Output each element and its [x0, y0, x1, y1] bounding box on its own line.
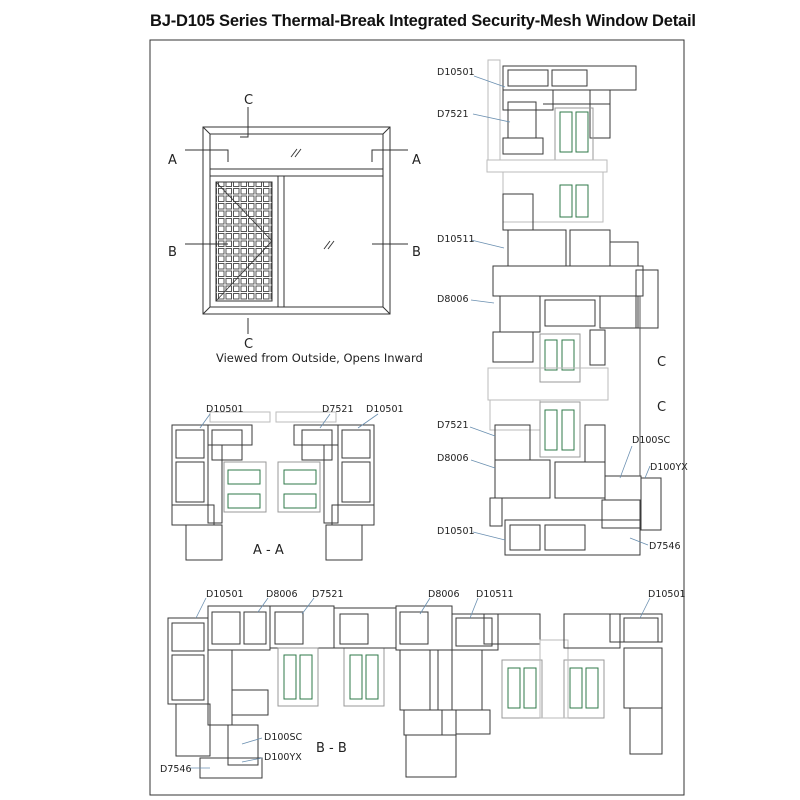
glass-mark-icon	[290, 148, 335, 250]
elevation-view	[185, 107, 408, 334]
section-a-a	[171, 411, 375, 561]
label-d7546-cc: D7546	[649, 541, 681, 552]
label-d100sc-cc: D100SC	[632, 435, 670, 446]
label-d100yx-bb: D100YX	[264, 752, 302, 763]
section-c-c	[486, 59, 662, 556]
label-d10501-aa-right: D10501	[366, 404, 404, 415]
label-d10511-cc: D10511	[437, 234, 475, 245]
section-mark-c-bottom: C	[244, 337, 253, 352]
section-mark-a-right: A	[412, 153, 421, 168]
section-b-caption: B - B	[316, 741, 347, 756]
section-b-b	[167, 605, 663, 779]
drawing-border	[149, 39, 685, 796]
label-d7546-bb: D7546	[160, 764, 192, 775]
section-a-caption: A - A	[253, 543, 284, 558]
label-d7521-cc-bottom: D7521	[437, 420, 469, 431]
section-mark-b-right: B	[412, 245, 421, 260]
label-d100yx-cc: D100YX	[650, 462, 688, 473]
label-d8006-cc-top: D8006	[437, 294, 469, 305]
elevation-caption: Viewed from Outside, Opens Inward	[216, 351, 423, 365]
section-mark-a-left: A	[168, 153, 177, 168]
label-d8006-cc-bottom: D8006	[437, 453, 469, 464]
security-mesh	[215, 181, 273, 302]
label-d7521-cc-top: D7521	[437, 109, 469, 120]
section-c-caption-top: C	[657, 355, 666, 370]
label-d7521-bb: D7521	[312, 589, 344, 600]
section-c-caption-bottom: C	[657, 400, 666, 415]
page-title: BJ-D105 Series Thermal-Break Integrated …	[150, 12, 696, 30]
label-d10501-cc-top: D10501	[437, 67, 475, 78]
label-d10501-bb-left: D10501	[206, 589, 244, 600]
label-d7521-aa: D7521	[322, 404, 354, 415]
label-d10511-bb: D10511	[476, 589, 514, 600]
label-d10501-bb-right: D10501	[648, 589, 686, 600]
section-mark-c-top: C	[244, 93, 253, 108]
label-d10501-aa-left: D10501	[206, 404, 244, 415]
label-d100sc-bb: D100SC	[264, 732, 302, 743]
label-d10501-cc-bottom: D10501	[437, 526, 475, 537]
label-d8006-bb-right: D8006	[428, 589, 460, 600]
section-mark-b-left: B	[168, 245, 177, 260]
label-d8006-bb-left: D8006	[266, 589, 298, 600]
